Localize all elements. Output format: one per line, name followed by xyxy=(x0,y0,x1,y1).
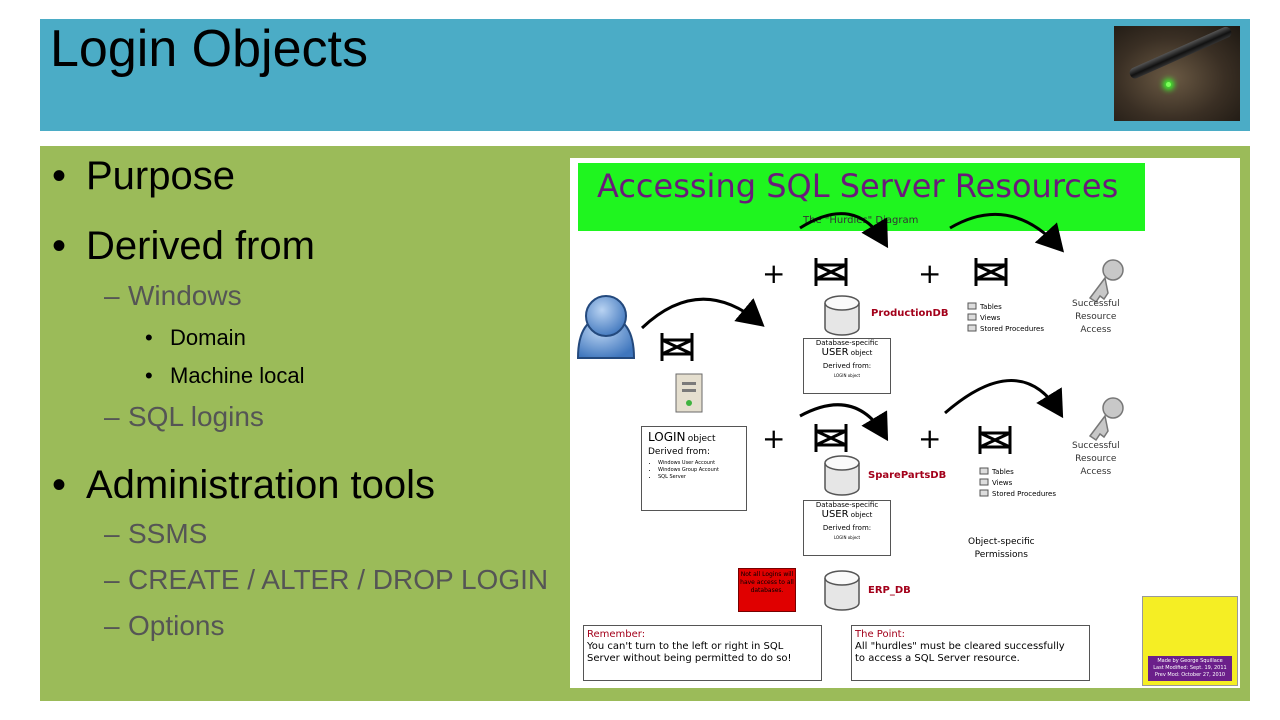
bullet-administration-tools: Administration tools xyxy=(86,463,436,507)
login-object-box: LOGIN object Derived from: Windows User … xyxy=(641,426,747,511)
bullet-marker: • xyxy=(145,363,153,388)
object-specific-permissions: Object-specific Permissions xyxy=(968,537,1035,560)
database-icon xyxy=(824,295,860,336)
dash-marker: – xyxy=(104,280,120,311)
bullet-purpose: Purpose xyxy=(86,154,235,198)
bullet-marker: • xyxy=(145,325,153,350)
sub-bullet-ssms: SSMS xyxy=(128,518,208,549)
plus-sign: + xyxy=(918,422,942,455)
laser-glow xyxy=(1166,82,1171,87)
point-box: The Point: All "hurdles" must be cleared… xyxy=(851,625,1090,681)
bullet-marker: • xyxy=(52,154,67,198)
database-icon xyxy=(824,455,860,496)
bullet-marker: • xyxy=(52,463,67,507)
production-db-label: ProductionDB xyxy=(871,308,949,319)
dash-marker: – xyxy=(104,564,120,595)
not-all-logins-note: Not all Logins will have access to all d… xyxy=(738,568,796,612)
successful-access-label: Successful Resource Access xyxy=(1072,441,1120,477)
user-object-box: Database-specific USER object Derived fr… xyxy=(803,500,891,556)
database-icon xyxy=(824,570,860,611)
object-list: Tables Views Stored Procedures xyxy=(992,468,1056,498)
author-badge: Made by George Squillace Last Modified: … xyxy=(1142,596,1238,686)
sub-bullet-windows: Windows xyxy=(128,280,242,311)
dash-marker: – xyxy=(104,401,120,432)
badge-strip: Made by George Squillace Last Modified: … xyxy=(1148,656,1232,681)
pen-shape xyxy=(1128,26,1233,81)
sub-bullet-domain: Domain xyxy=(170,325,246,350)
sub-bullet-options: Options xyxy=(128,610,225,641)
bullet-marker: • xyxy=(52,224,67,268)
dash-marker: – xyxy=(104,518,120,549)
bullet-derived-from: Derived from xyxy=(86,224,315,268)
login-sources-list: Windows User Account Windows Group Accou… xyxy=(642,460,746,481)
successful-access-label: Successful Resource Access xyxy=(1072,299,1120,335)
server-icon xyxy=(675,373,703,413)
plus-sign: + xyxy=(918,257,942,290)
plus-sign: + xyxy=(762,257,786,290)
user-object-box: Database-specific USER object Derived fr… xyxy=(803,338,891,394)
spare-parts-db-label: SparePartsDB xyxy=(868,470,947,481)
hurdle-icon xyxy=(978,426,1012,454)
diagram-header: Accessing SQL Server Resources The "Hurd… xyxy=(578,163,1145,231)
key-icon xyxy=(1088,259,1124,304)
object-list: Tables Views Stored Procedures xyxy=(980,303,1044,333)
diagram-subtitle: The "Hurdles" Diagram xyxy=(803,215,919,226)
sub-bullet-machine-local: Machine local xyxy=(170,363,305,388)
diagram-graphics xyxy=(576,212,1198,638)
sub-bullet-create-alter-drop: CREATE / ALTER / DROP LOGIN xyxy=(128,564,549,595)
laser-pointer-photo xyxy=(1114,26,1240,121)
sub-bullet-sql-logins: SQL logins xyxy=(128,401,264,432)
object-list-icon xyxy=(967,302,989,497)
dash-marker: – xyxy=(104,610,120,641)
hurdle-icon xyxy=(974,258,1008,286)
hurdles-diagram: Accessing SQL Server Resources The "Hurd… xyxy=(570,158,1240,688)
slide-title: Login Objects xyxy=(50,20,368,78)
title-bar: Login Objects xyxy=(40,19,1250,131)
user-icon xyxy=(576,295,636,359)
hurdle-icon xyxy=(660,333,694,361)
hurdle-icon xyxy=(814,258,848,286)
remember-box: Remember: You can't turn to the left or … xyxy=(583,625,822,681)
erp-db-label: ERP_DB xyxy=(868,585,911,596)
key-icon xyxy=(1088,397,1124,442)
diagram-title: Accessing SQL Server Resources xyxy=(597,167,1119,205)
plus-sign: + xyxy=(762,422,786,455)
hurdle-icon xyxy=(814,424,848,452)
